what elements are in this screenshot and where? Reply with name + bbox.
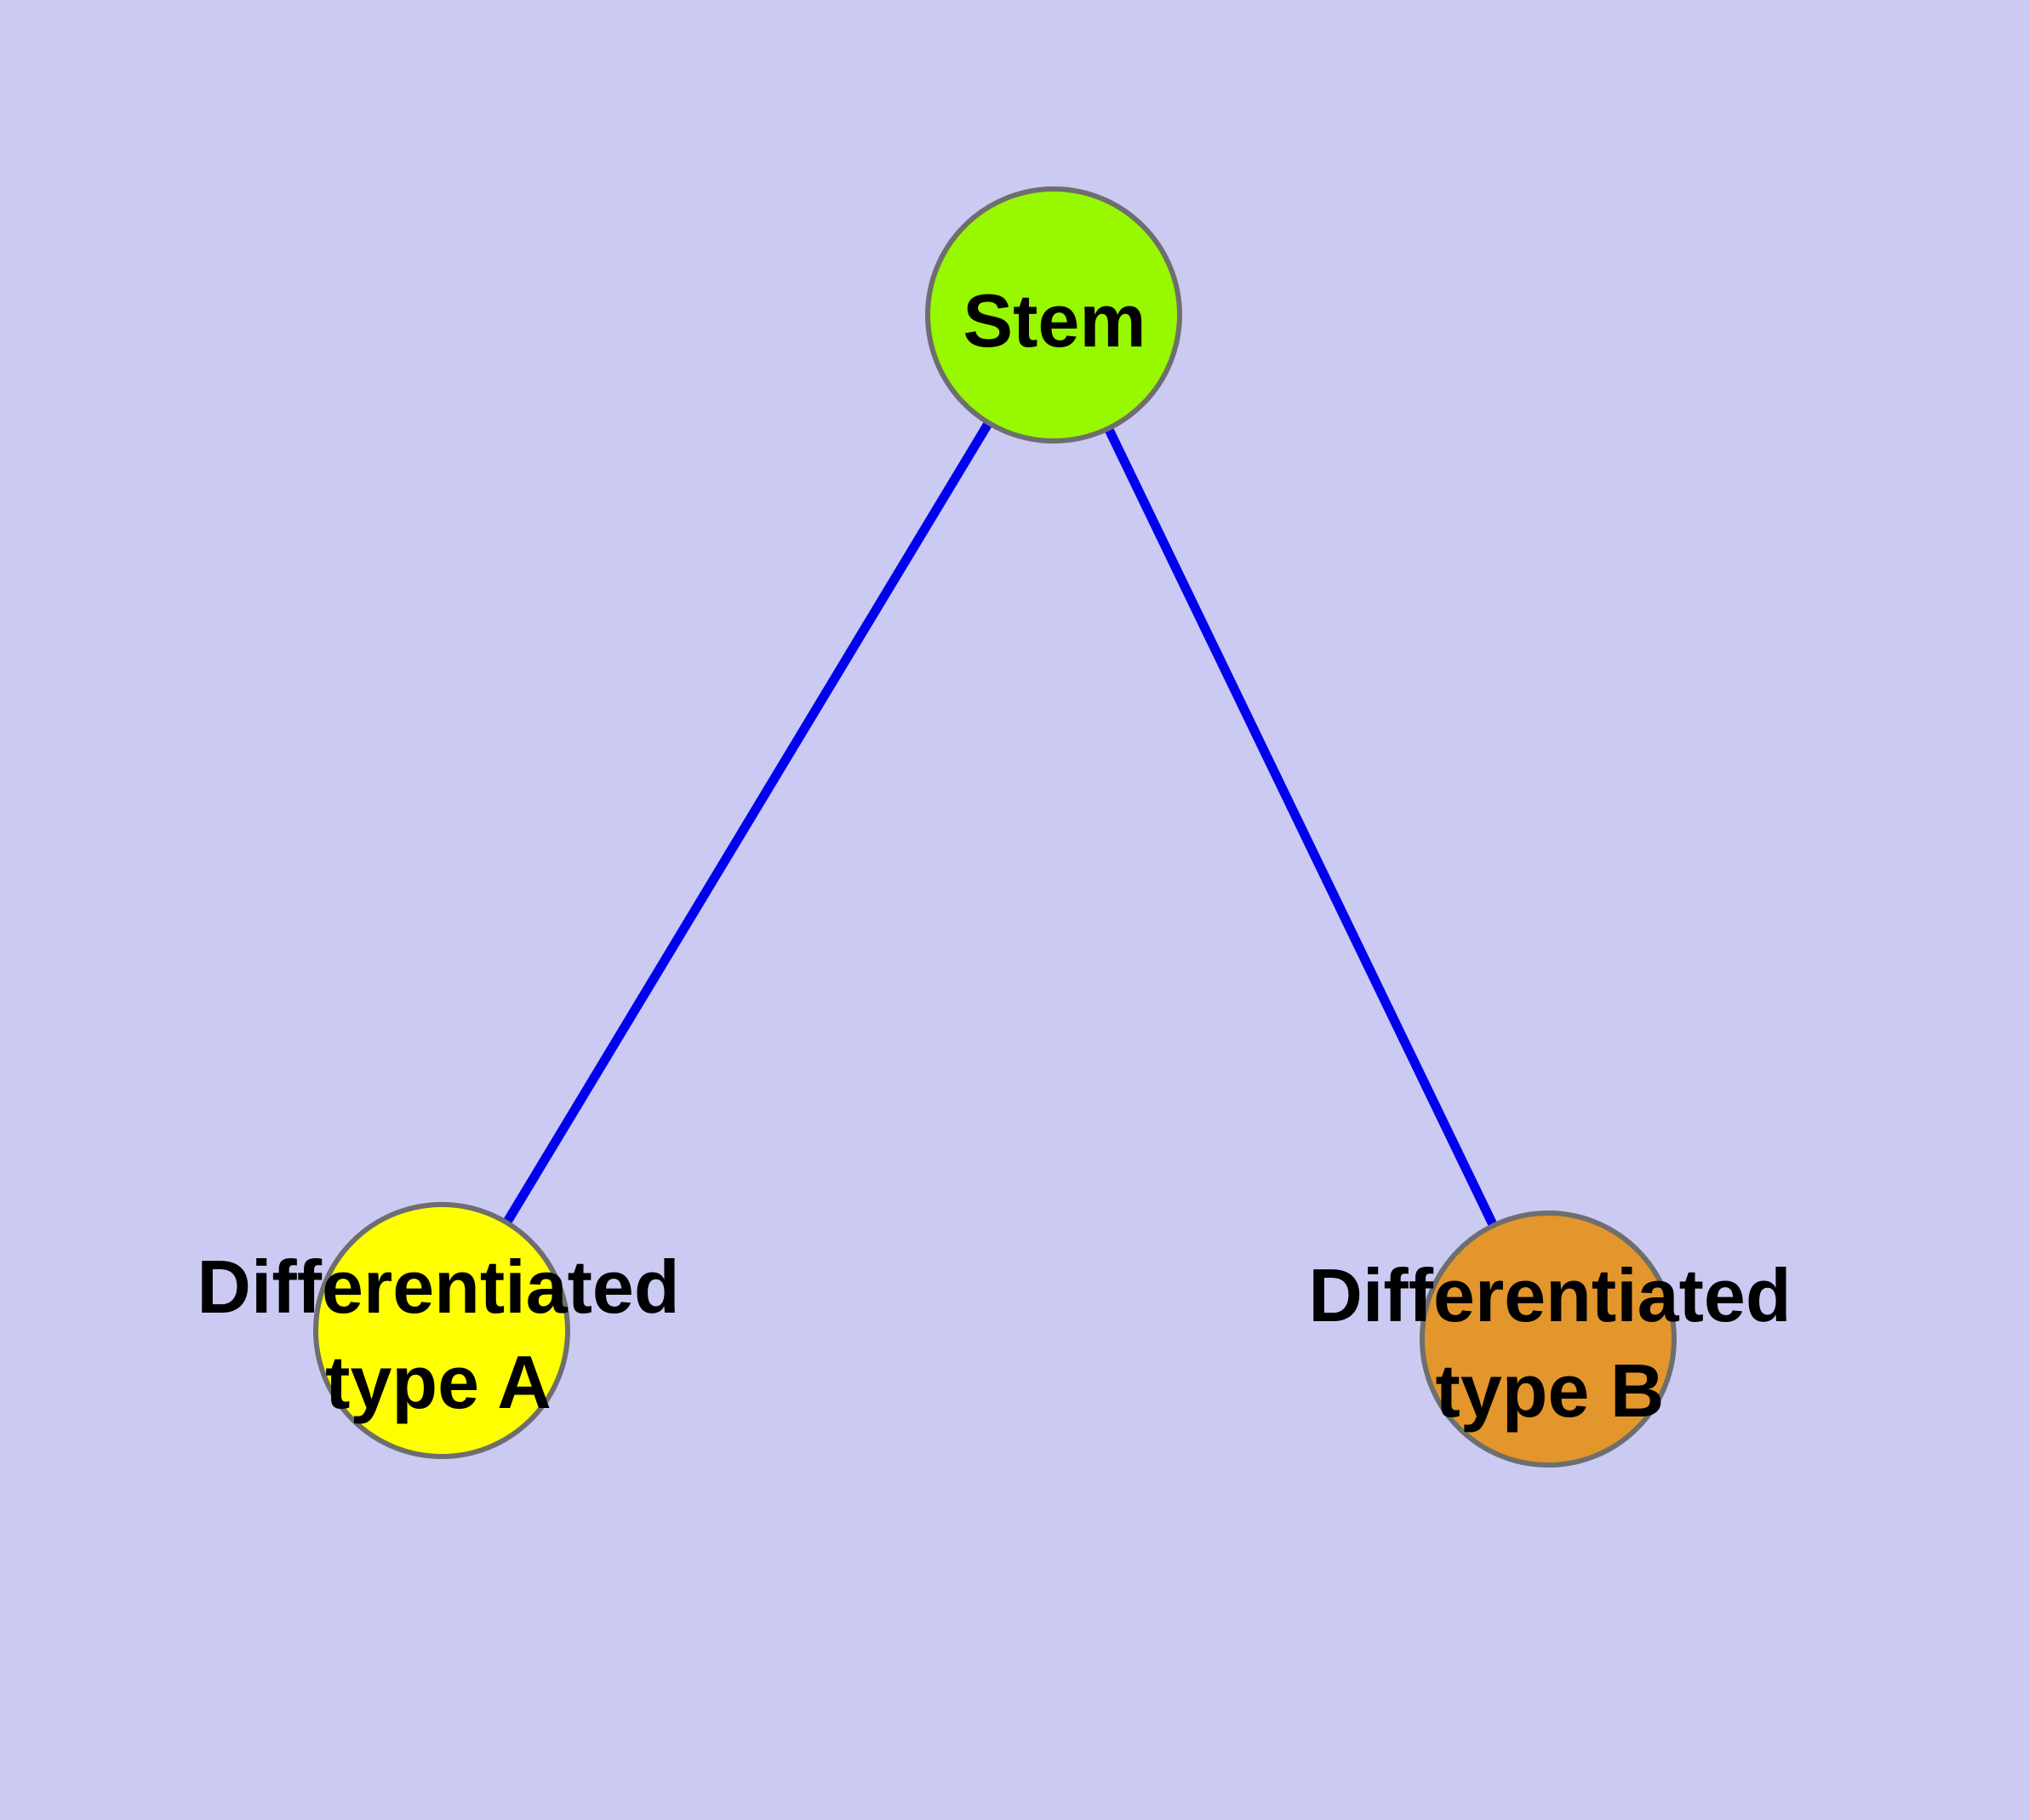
node-differentiated-type-b-label-line2: type B <box>1435 1348 1665 1433</box>
node-differentiated-type-b-label: Differentiated type B <box>1308 1248 1791 1439</box>
node-stem <box>925 186 1182 444</box>
edge-stem-to-type-a <box>437 312 1058 1333</box>
node-differentiated-type-b <box>1420 1210 1677 1468</box>
node-differentiated-type-a-label-line1: Differentiated <box>197 1245 680 1329</box>
node-stem-label: Stem <box>963 278 1146 363</box>
node-differentiated-type-a <box>313 1202 570 1459</box>
edge-stem-to-type-b <box>1049 312 1552 1342</box>
node-differentiated-type-b-label-line1: Differentiated <box>1308 1253 1792 1337</box>
node-differentiated-type-a-label-line2: type A <box>325 1340 552 1424</box>
node-differentiated-type-a-label: Differentiated type A <box>197 1239 679 1430</box>
